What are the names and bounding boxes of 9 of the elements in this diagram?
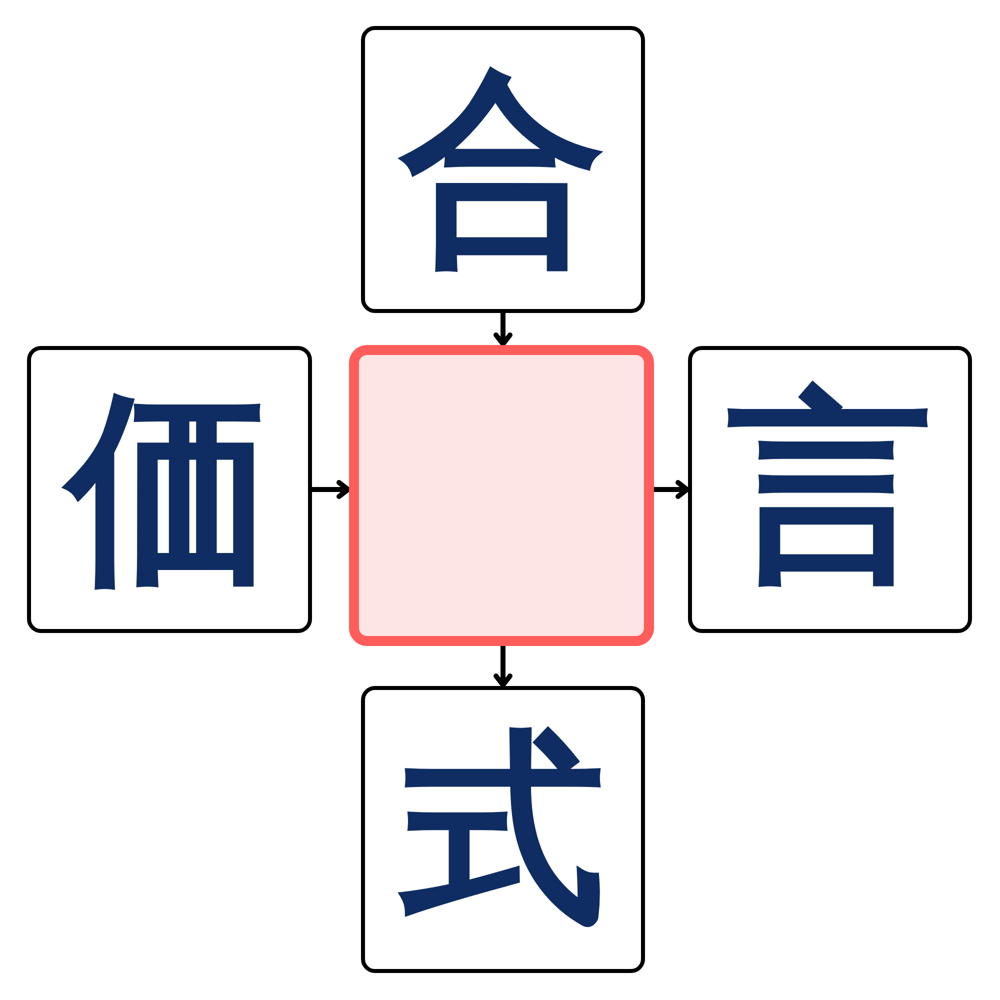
character-box: 価 <box>27 346 312 633</box>
arrow <box>312 480 350 499</box>
arrow <box>494 313 512 346</box>
arrow <box>494 646 512 688</box>
character-box: 言 <box>688 346 972 633</box>
character-box: 式 <box>361 686 645 973</box>
arrow <box>654 480 690 499</box>
answer-box <box>349 345 654 646</box>
character-box: 合 <box>361 26 645 313</box>
